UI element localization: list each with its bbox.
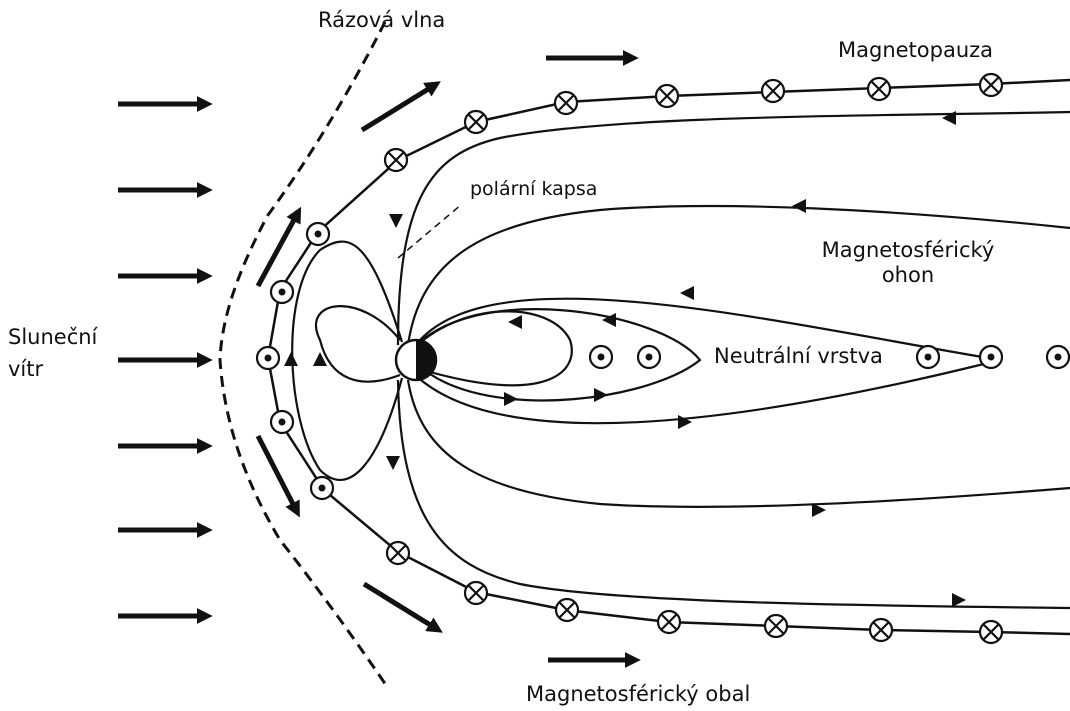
field-arrowhead bbox=[952, 593, 966, 607]
circled-dot-icon bbox=[271, 411, 293, 433]
circled-dot-icon bbox=[307, 223, 329, 245]
field-arrowhead bbox=[504, 392, 518, 406]
cusp-pointer-line bbox=[398, 204, 462, 258]
field-line bbox=[412, 299, 1000, 360]
sheath-flow-arrow bbox=[258, 436, 294, 506]
circled-cross-icon bbox=[385, 149, 407, 171]
neutral-sheet-label: Neutrální vrstva bbox=[714, 344, 883, 369]
field-arrowhead bbox=[386, 456, 400, 470]
solar-wind-arrows bbox=[118, 104, 200, 616]
field-line bbox=[316, 306, 400, 381]
field-line bbox=[398, 112, 1070, 345]
solar-wind-label: Sluneční vítr bbox=[8, 322, 108, 385]
bow-shock-line bbox=[220, 22, 388, 688]
circled-cross-icon bbox=[765, 615, 787, 637]
field-arrowhead bbox=[680, 286, 694, 300]
circled-cross-icon bbox=[556, 599, 578, 621]
circled-cross-icon bbox=[465, 111, 487, 133]
circled-cross-icon bbox=[658, 611, 680, 633]
circled-cross-icon bbox=[762, 80, 784, 102]
circled-cross-icon bbox=[555, 92, 577, 114]
circled-cross-icon bbox=[465, 582, 487, 604]
circled-dot-icon bbox=[638, 346, 660, 368]
field-arrowhead bbox=[284, 352, 298, 366]
circled-cross-icon bbox=[870, 619, 892, 641]
field-arrowhead bbox=[508, 315, 522, 329]
bow-shock-label: Rázová vlna bbox=[318, 8, 445, 33]
circled-cross-icon bbox=[980, 621, 1002, 643]
circled-dot-icon bbox=[590, 346, 612, 368]
circled-dot-icon bbox=[1047, 346, 1069, 368]
circled-dot-icon bbox=[271, 281, 293, 303]
magnetosheath-label: Magnetosférický obal bbox=[526, 682, 750, 707]
field-arrowhead bbox=[594, 388, 608, 402]
sheath-flow-arrow bbox=[364, 584, 432, 626]
field-line bbox=[410, 311, 572, 385]
circled-cross-icon bbox=[656, 85, 678, 107]
magnetopause-label: Magnetopauza bbox=[838, 38, 993, 63]
field-into-page-symbols bbox=[385, 74, 1002, 643]
field-line bbox=[412, 360, 1000, 423]
circled-dot-icon bbox=[257, 347, 279, 369]
circled-cross-icon bbox=[980, 74, 1002, 96]
magnetotail-label: Magnetosférický ohon bbox=[808, 238, 1008, 288]
circled-cross-icon bbox=[387, 542, 409, 564]
circled-dot-icon bbox=[311, 477, 333, 499]
field-arrowhead bbox=[792, 199, 806, 213]
circled-dot-icon bbox=[980, 346, 1002, 368]
sheath-flow-arrow bbox=[362, 88, 430, 130]
field-arrowhead bbox=[389, 214, 403, 228]
polar-cusp-label: polární kapsa bbox=[470, 178, 597, 201]
earth-icon bbox=[396, 340, 436, 380]
field-line bbox=[292, 242, 402, 480]
circled-cross-icon bbox=[868, 78, 890, 100]
circled-dot-icon bbox=[917, 346, 939, 368]
